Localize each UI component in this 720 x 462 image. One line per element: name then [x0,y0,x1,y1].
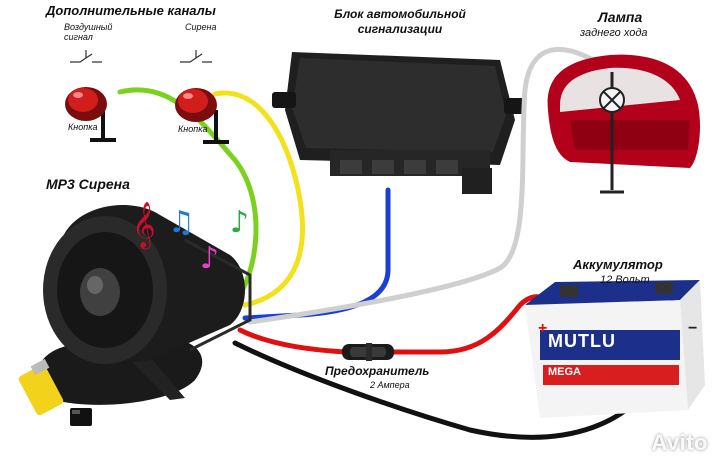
usb-flash-icon [18,358,64,416]
battery-title: Аккумулятор [573,257,663,272]
battery-minus-sign: − [688,320,698,337]
battery-subtitle: 12 Вольт [600,274,650,286]
battery-plus-sign: + [538,320,548,337]
microsd-icon [70,408,92,426]
lamp-title: Лампа [598,9,643,25]
button-air-signal[interactable] [65,87,116,142]
mp3-siren-label: MP3 Сирена [46,176,130,192]
button1-label: Кнопка [68,122,98,132]
gray-wire [247,46,615,325]
avito-watermark: Avito [651,430,708,455]
music-note-icon: 𝄞 ♫ ♪ ♪ [132,202,249,276]
fuse [342,343,394,361]
air-signal-label: Воздушный сигнал [64,22,113,42]
alarm-unit [272,52,526,194]
svg-text:𝄞: 𝄞 [132,202,156,250]
red-wire [237,294,548,355]
tail-lamp [547,54,701,194]
battery-brand: MUTLU [548,331,616,351]
yellow-wire [212,90,306,308]
extra-channels-label: Дополнительные каналы [46,3,216,18]
green-wire [117,87,259,303]
fuse-title: Предохранитель [325,364,430,378]
siren-switch-label: Сирена [185,22,217,32]
lamp-subtitle: заднего хода [580,27,648,39]
svg-text:♪: ♪ [230,205,249,240]
fuse-subtitle: 2 Ампера [370,380,410,390]
button-siren[interactable] [175,88,229,144]
battery-model: MEGA [548,366,581,378]
alarm-unit-label: Блок автомобильной сигнализации [334,7,466,36]
switch-symbols [70,50,212,63]
button2-label: Кнопка [178,124,208,134]
svg-text:♪: ♪ [200,241,219,276]
svg-text:♫: ♫ [168,205,195,240]
battery [525,280,705,418]
mp3-siren [38,205,252,405]
